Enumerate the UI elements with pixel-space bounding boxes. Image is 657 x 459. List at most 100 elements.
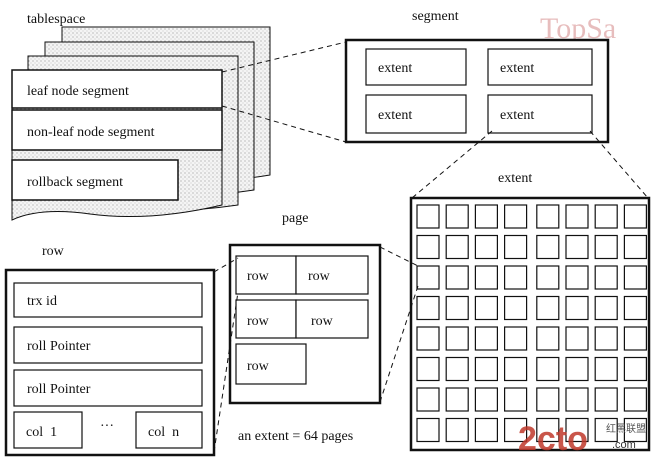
extent-page-cell [445, 295, 469, 321]
extent-page-cell [565, 295, 589, 321]
row-field-roll-pointer-2-label: roll Pointer [27, 382, 91, 397]
row-field-roll-pointer-1 [13, 326, 203, 364]
row-label: row [42, 244, 65, 259]
segment-non-leaf-node: non-leaf node segment [11, 109, 223, 151]
row-field-trx-id-label: trx id [27, 294, 57, 309]
extent-page-cell [594, 234, 618, 260]
tablespace-label: tablespace [27, 12, 85, 27]
extent-page-cell [565, 204, 589, 229]
extent-page-cell [416, 417, 440, 443]
extent-page-cell [474, 356, 498, 382]
extent-page-cell [536, 204, 560, 229]
extent-label: extent [498, 171, 532, 186]
segment-leaf-node-label: leaf node segment [27, 84, 129, 99]
extent-page-cell [594, 356, 618, 382]
extent-page-cell [445, 234, 469, 260]
extent-page-cell [474, 387, 498, 412]
page-row-2 [295, 255, 369, 295]
extent-cells [416, 204, 648, 443]
extent-page-cell [474, 234, 498, 260]
extent-grid [409, 196, 651, 452]
extent-page-cell [416, 204, 440, 229]
extent-page-cell [623, 356, 648, 382]
extent-page-cell [623, 234, 648, 260]
extent-page-cell [474, 204, 498, 229]
row-col-last-label: col n [148, 425, 179, 440]
row-field-roll-pointer-1-label: roll Pointer [27, 339, 91, 354]
extent-page-cell [504, 204, 528, 229]
extent-page-cell [565, 356, 589, 382]
segment-extent-1 [365, 48, 467, 86]
extent-page-cell [445, 387, 469, 412]
segment-extent-2-label: extent [500, 61, 534, 76]
zoom-lines-extent [411, 130, 649, 199]
page-row-1-label: row [247, 269, 270, 284]
extent-page-cell [536, 265, 560, 290]
segment-extent-4 [487, 94, 593, 134]
extent-page-cell [416, 234, 440, 260]
row-col-last [135, 411, 203, 449]
watermark-2cto-cn: 红黑联盟 [606, 422, 646, 435]
extent-page-cell [504, 295, 528, 321]
segment-rollback-label: rollback segment [27, 175, 123, 190]
extent-page-cell [474, 417, 498, 443]
segment-extent-3 [365, 94, 467, 134]
extent-page-cell [536, 295, 560, 321]
extent-page-cell [445, 417, 469, 443]
segment-extent-2 [487, 48, 593, 86]
extent-page-cell [504, 234, 528, 260]
extent-page-cell [474, 326, 498, 351]
extent-page-cell [594, 295, 618, 321]
extent-page-cell [565, 265, 589, 290]
row-ellipsis: ··· [100, 419, 114, 434]
extent-page-cell [565, 417, 589, 443]
zoom-lines-page [379, 246, 419, 403]
segment-non-leaf-node-label: non-leaf node segment [27, 125, 155, 140]
page-caption: an extent = 64 pages [238, 429, 353, 444]
extent-page-cell [416, 387, 440, 412]
extent-page-cell [504, 356, 528, 382]
extent-page-cell [504, 417, 528, 443]
segment-extent-3-label: extent [378, 108, 412, 123]
watermark-2cto-domain: .com [612, 439, 636, 451]
page-row-5-label: row [247, 359, 270, 374]
extent-page-cell [623, 417, 648, 443]
extent-page-cell [536, 234, 560, 260]
row-box: trx id roll Pointer roll Pointer col 1 ·… [4, 268, 216, 457]
extent-page-cell [416, 265, 440, 290]
row-field-roll-pointer-2 [13, 369, 203, 407]
page-label: page [282, 211, 308, 226]
segment-extent-4-label: extent [500, 108, 534, 123]
segment-leaf-node: leaf node segment [11, 69, 223, 109]
extent-page-cell [504, 326, 528, 351]
zoom-lines-segment [221, 41, 347, 143]
extent-page-cell [416, 295, 440, 321]
segment-rollback: rollback segment [11, 159, 179, 201]
extent-page-cell [445, 204, 469, 229]
extent-page-cell [536, 356, 560, 382]
page-row-2-label: row [308, 269, 331, 284]
extent-page-cell [623, 387, 648, 412]
extent-page-cell [504, 265, 528, 290]
extent-page-cell [416, 326, 440, 351]
row-col-first-label: col 1 [26, 425, 57, 440]
extent-page-cell [445, 326, 469, 351]
extent-page-cell [565, 234, 589, 260]
page-row-1 [235, 255, 297, 295]
page-row-3 [235, 299, 297, 339]
segment-label: segment [412, 9, 459, 24]
segment-extent-1-label: extent [378, 61, 412, 76]
extent-page-cell [536, 326, 560, 351]
segment-box: extent extent extent extent [344, 38, 610, 144]
page-row-4-label: row [311, 314, 334, 329]
extent-page-cell [623, 265, 648, 290]
extent-page-cell [536, 417, 560, 443]
extent-page-cell [623, 204, 648, 229]
extent-page-cell [565, 387, 589, 412]
extent-page-cell [623, 326, 648, 351]
row-col-first [13, 411, 83, 449]
zoom-lines-row [213, 257, 239, 453]
watermark-2cto: 2cto 红黑联盟 .com [518, 420, 646, 458]
page-row-3-label: row [247, 314, 270, 329]
